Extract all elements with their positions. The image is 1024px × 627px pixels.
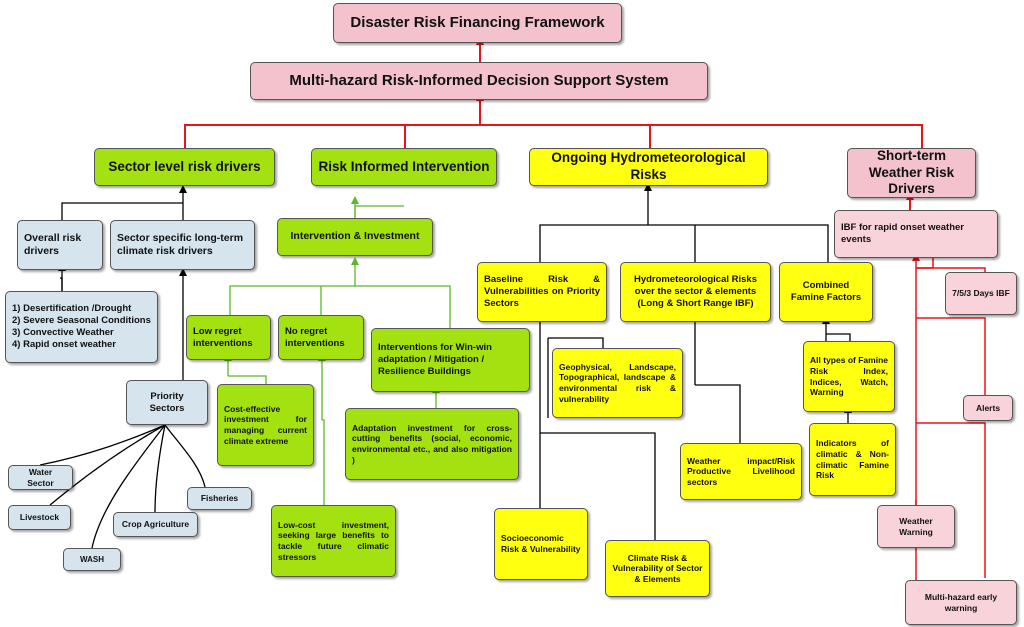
sector-fisheries: Fisheries (187, 487, 252, 510)
framework-title-box: Disaster Risk Financing Framework (333, 3, 622, 43)
decision-support-system-box: Multi-hazard Risk-Informed Decision Supp… (250, 62, 708, 100)
alerts-box: Alerts (963, 395, 1013, 421)
risk-informed-intervention-header: Risk Informed Intervention (311, 148, 497, 186)
sector-crop-agriculture: Crop Agriculture (113, 512, 198, 537)
risk-driver-list: 1) Desertification /Drought 2) Severe Se… (5, 291, 158, 363)
sector-wash: WASH (63, 548, 121, 571)
low-regret-interventions: Low regret interventions (186, 315, 271, 360)
no-regret-interventions: No regret interventions (278, 315, 364, 360)
climate-risk: Climate Risk & Vulnerability of Sector &… (605, 540, 710, 597)
days-ibf: 7/5/3 Days IBF (945, 272, 1017, 315)
priority-sectors: Priority Sectors (126, 380, 208, 425)
combined-famine-factors: Combined Famine Factors (779, 262, 873, 322)
cost-effective-investment: Cost-effective investment for managing c… (217, 384, 314, 466)
baseline-risk: Baseline Risk & Vulnerabilities on Prior… (477, 262, 607, 322)
weather-impact-livelihood: Weather impact/Risk Productive Livelihoo… (680, 443, 802, 500)
low-cost-investment: Low-cost investment, seeking large benef… (271, 505, 396, 577)
sector-water: Water Sector (8, 465, 73, 490)
framework-title: Disaster Risk Financing Framework (350, 13, 605, 31)
weather-warning: Weather Warning (877, 505, 955, 548)
sector-risk-drivers-header: Sector level risk drivers (94, 148, 275, 186)
famine-indicators: Indicators of climatic & Non-climatic Fa… (809, 423, 896, 496)
intervention-investment: Intervention & Investment (277, 218, 433, 256)
ibf-rapid-onset: IBF for rapid onset weather events (834, 210, 998, 258)
decision-support-system-label: Multi-hazard Risk-Informed Decision Supp… (289, 71, 669, 89)
socioeconomic-risk: Socioeconomic Risk & Vulnerability (494, 508, 588, 580)
geophysical-risk: Geophysical, Landscape, Topographical, l… (552, 348, 683, 418)
sector-specific-drivers: Sector specific long-term climate risk d… (110, 220, 255, 270)
multi-hazard-early-warning: Multi-hazard early warning (905, 580, 1017, 625)
adaptation-investment: Adaptation investment for cross-cutting … (345, 408, 519, 480)
overall-risk-drivers: Overall risk drivers (17, 220, 103, 270)
sector-livestock: Livestock (8, 505, 71, 530)
hydromet-risks-header: Ongoing Hydrometeorological Risks (529, 148, 768, 186)
win-win-interventions: Interventions for Win-win adaptation / M… (371, 328, 530, 392)
hydromet-risks-sector: Hydrometeorological Risks over the secto… (620, 262, 771, 322)
short-term-weather-header: Short-term Weather Risk Drivers (847, 148, 976, 198)
famine-risk-index: All types of Famine Risk Index, Indices,… (803, 341, 895, 412)
